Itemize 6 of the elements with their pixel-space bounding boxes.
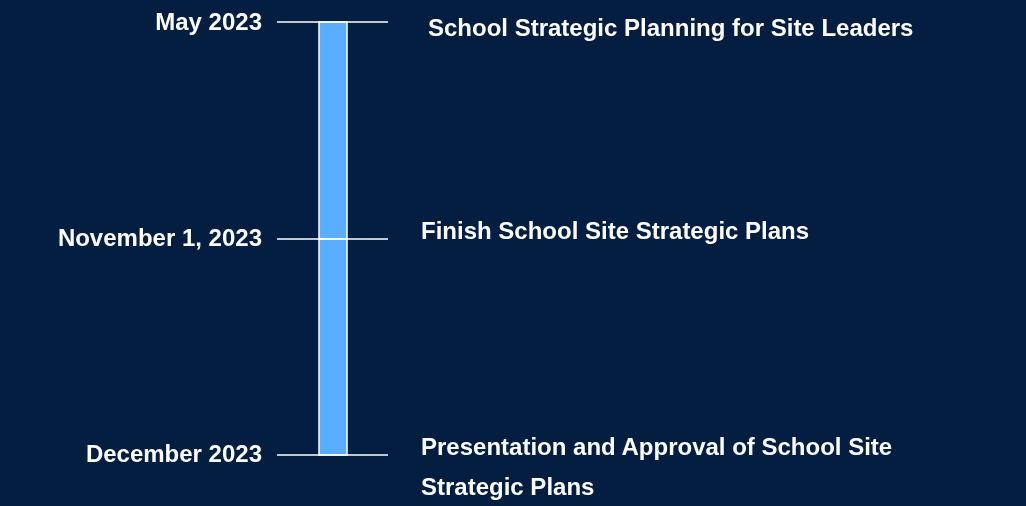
date-label: May 2023 bbox=[154, 7, 262, 37]
milestone-text: School Strategic Planning for Site Leaders bbox=[428, 13, 915, 43]
date-label: December 2023 bbox=[84, 439, 262, 469]
milestone-text: Presentation and Approval of School Site Strategic Plans bbox=[421, 432, 894, 502]
milestone-text: Finish School Site Strategic Plans bbox=[421, 216, 811, 246]
date-label: November 1, 2023 bbox=[56, 223, 262, 253]
